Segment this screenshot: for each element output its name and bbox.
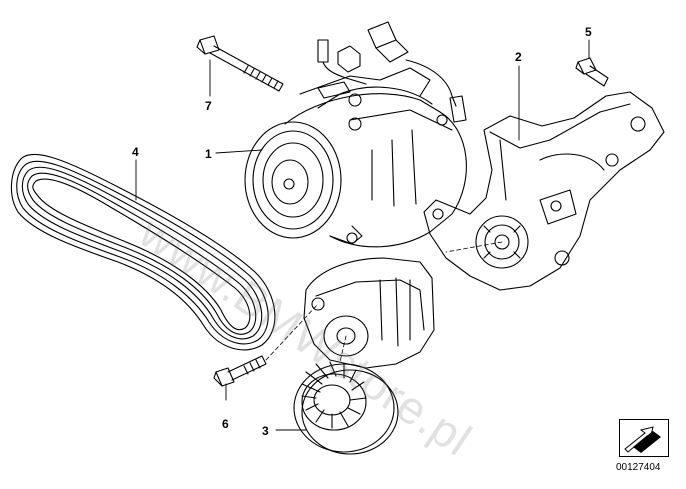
arrow-badge-icon xyxy=(619,419,669,457)
leader-lines xyxy=(135,39,590,431)
document-number: 00127404 xyxy=(616,462,661,473)
callout-7: 7 xyxy=(205,99,212,113)
callout-4: 4 xyxy=(132,145,139,159)
mounting-bracket xyxy=(423,91,665,291)
long-bolt xyxy=(196,35,284,92)
callout-6: 6 xyxy=(222,417,229,431)
callout-3: 3 xyxy=(262,424,269,438)
tensioner-bolt xyxy=(213,355,267,387)
ac-compressor xyxy=(244,21,467,248)
short-bolt xyxy=(575,57,609,87)
alignment-lines xyxy=(265,241,503,363)
callout-5: 5 xyxy=(585,25,592,39)
callout-2: 2 xyxy=(515,50,522,64)
idler-pulley xyxy=(293,361,399,455)
drive-belt xyxy=(10,153,276,351)
callout-1: 1 xyxy=(205,147,212,161)
